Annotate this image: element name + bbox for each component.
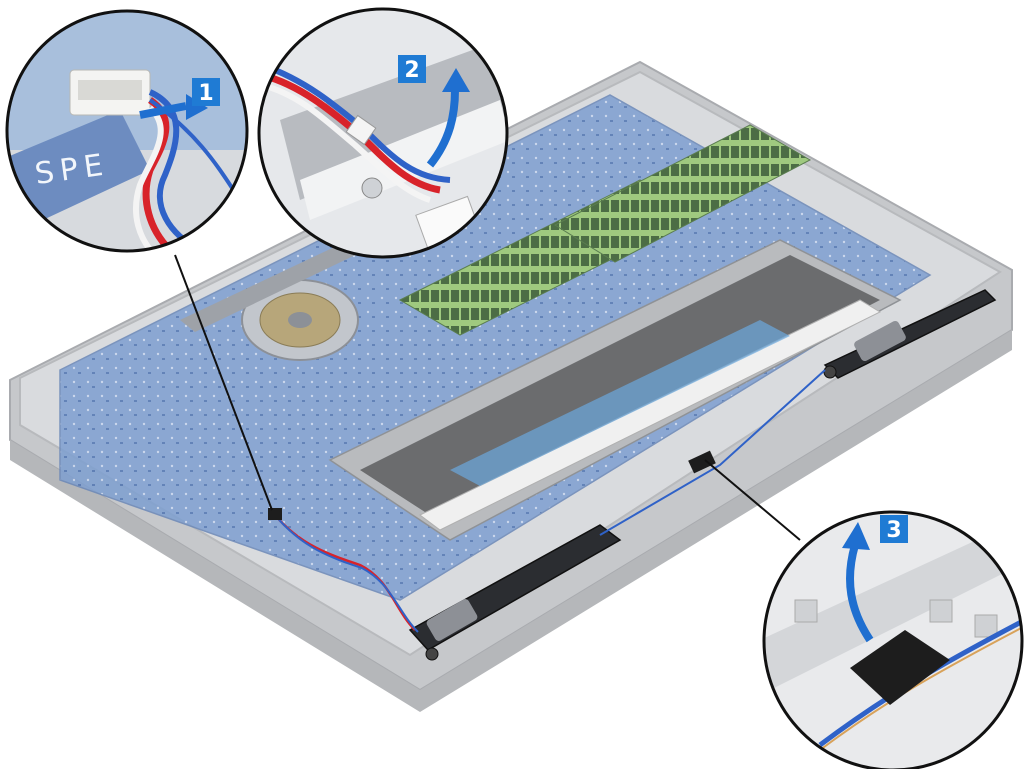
speaker-cable (268, 369, 826, 633)
svg-text:3: 3 (886, 518, 901, 543)
callout-3-tape-removal-detail: 3 (762, 510, 1024, 769)
cable-tape (688, 450, 716, 474)
arrow-up-icon (846, 543, 874, 643)
callout-1-connector-detail: SPE 1 (5, 9, 249, 253)
step-badge-2: 2 (398, 55, 426, 83)
step-badge-1: 1 (192, 78, 220, 106)
right-speaker (823, 289, 997, 379)
adhesive-tape (850, 630, 950, 705)
memory-modules (398, 124, 812, 336)
motherboard (59, 94, 932, 601)
arrow-right-icon (139, 102, 187, 119)
speaker-connector (268, 508, 282, 520)
callout-2-cable-route-detail: 2 (257, 7, 509, 259)
step-badge-3: 3 (880, 515, 908, 543)
svg-text:1: 1 (198, 81, 213, 106)
svg-text:2: 2 (404, 58, 419, 83)
leader-lines (174, 254, 801, 541)
palmrest-bracket (328, 239, 902, 541)
left-speaker (408, 524, 622, 661)
cooling-fan (241, 279, 359, 361)
arrow-up-icon (426, 89, 459, 168)
